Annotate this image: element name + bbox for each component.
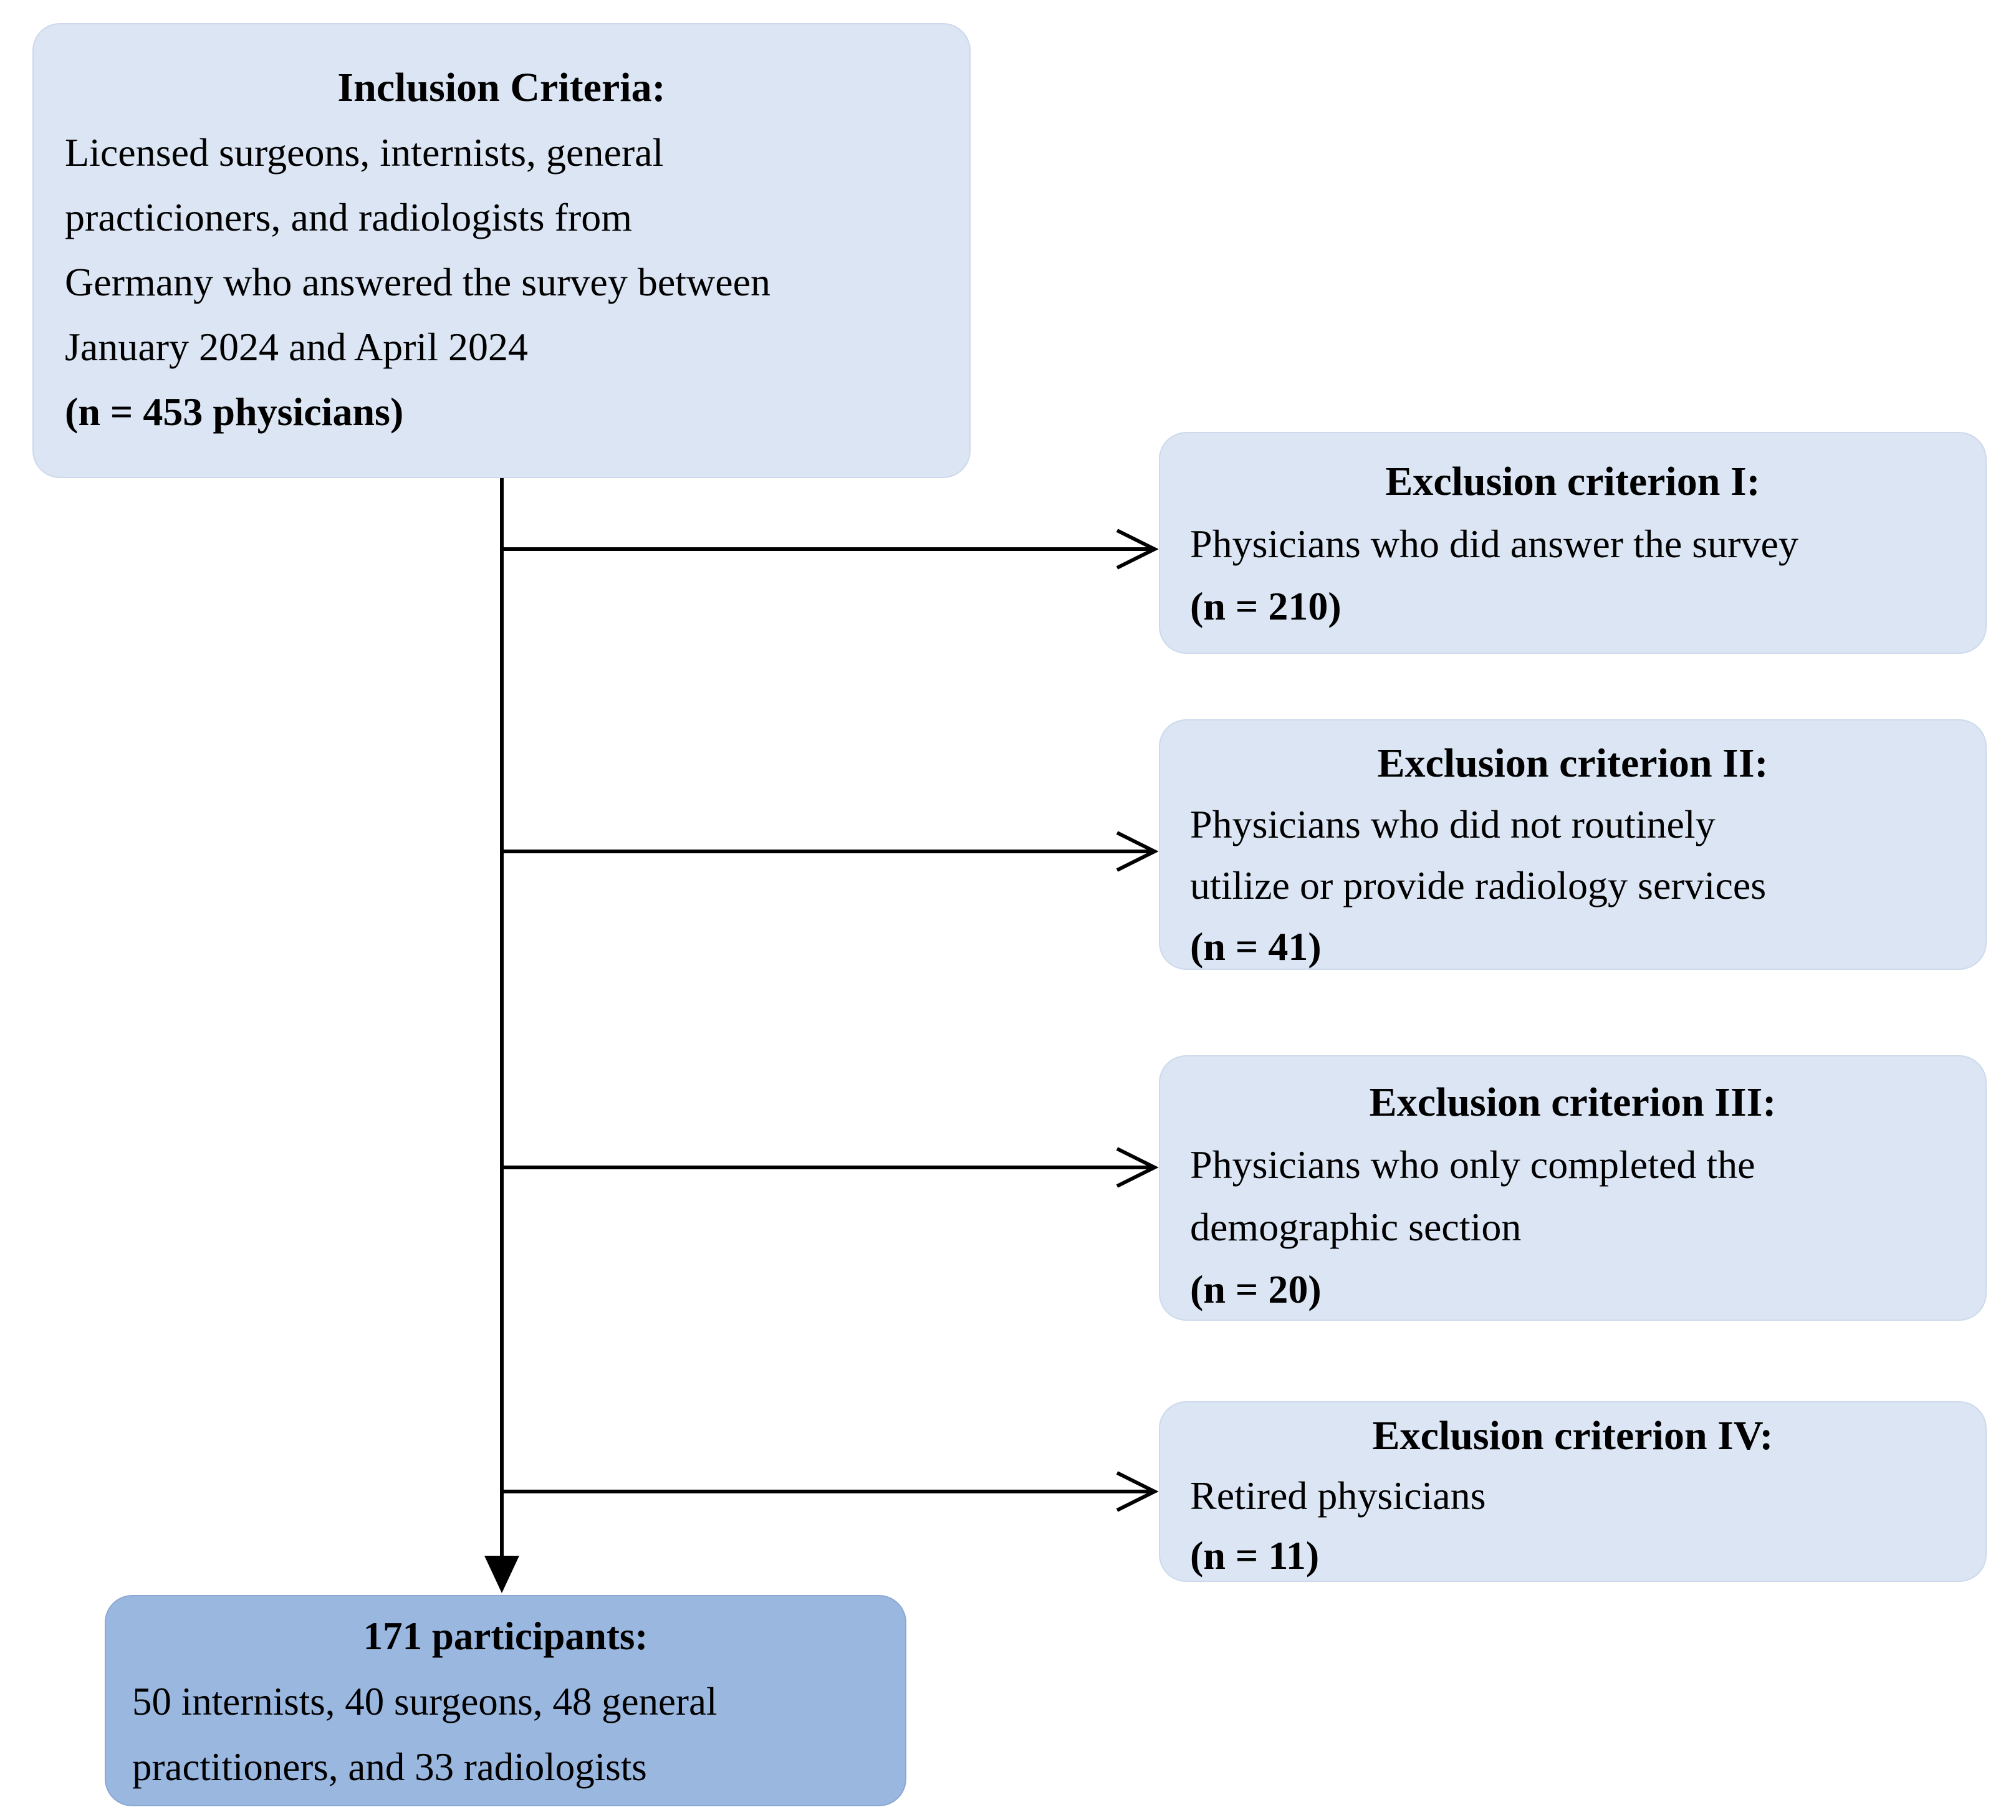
box-text-line: January 2024 and April 2024 [65,325,528,369]
right-arrowhead-icon [1116,1147,1159,1188]
exclusion-criterion-2-box: Exclusion criterion II: Physicians who d… [1159,719,1987,970]
down-arrowhead-icon [484,1556,519,1593]
exclusion-criterion-3-box: Exclusion criterion III: Physicians who … [1159,1055,1987,1321]
right-arrowhead-icon [1116,529,1159,570]
inclusion-criteria-box: Inclusion Criteria: Licensed surgeons, i… [32,23,971,478]
box-text-line: practitioners, and 33 radiologists [132,1745,647,1789]
box-title: Exclusion criterion I: [1385,459,1760,504]
exclusion-criterion-1-box: Exclusion criterion I: Physicians who di… [1159,432,1987,654]
box-text-line: Germany who answered the survey between [65,260,771,304]
right-arrowhead-icon [1116,1471,1159,1512]
box-title: Inclusion Criteria: [337,65,666,110]
box-text-line: demographic section [1190,1205,1522,1249]
exclusion-criterion-4-box: Exclusion criterion IV: Retired physicia… [1159,1401,1987,1582]
box-title: Exclusion criterion II: [1377,740,1769,786]
box-text-line: Physicians who did not routinely [1190,802,1716,846]
box-text-line: utilize or provide radiology services [1190,863,1767,908]
n-count: (n = 41) [1190,924,1322,969]
n-count: (n = 210) [1190,584,1342,628]
participants-result-box: 171 participants: 50 internists, 40 surg… [105,1595,906,1806]
box-text-line: practicioners, and radiologists from [65,195,632,239]
box-text-line: Licensed surgeons, internists, general [65,130,664,175]
box-text-line: 50 internists, 40 surgeons, 48 general [132,1680,718,1723]
box-title: 171 participants: [363,1614,648,1658]
n-count: (n = 20) [1190,1267,1322,1311]
box-text-line: Physicians who only completed the [1190,1142,1755,1187]
box-title: Exclusion criterion IV: [1372,1413,1774,1458]
right-arrowhead-icon [1116,831,1159,872]
box-text-line: Retired physicians [1190,1473,1486,1518]
box-title: Exclusion criterion III: [1369,1080,1777,1125]
n-count: (n = 453 physicians) [65,390,404,434]
n-count: (n = 11) [1190,1533,1320,1578]
box-text-line: Physicians who did answer the survey [1190,522,1798,566]
